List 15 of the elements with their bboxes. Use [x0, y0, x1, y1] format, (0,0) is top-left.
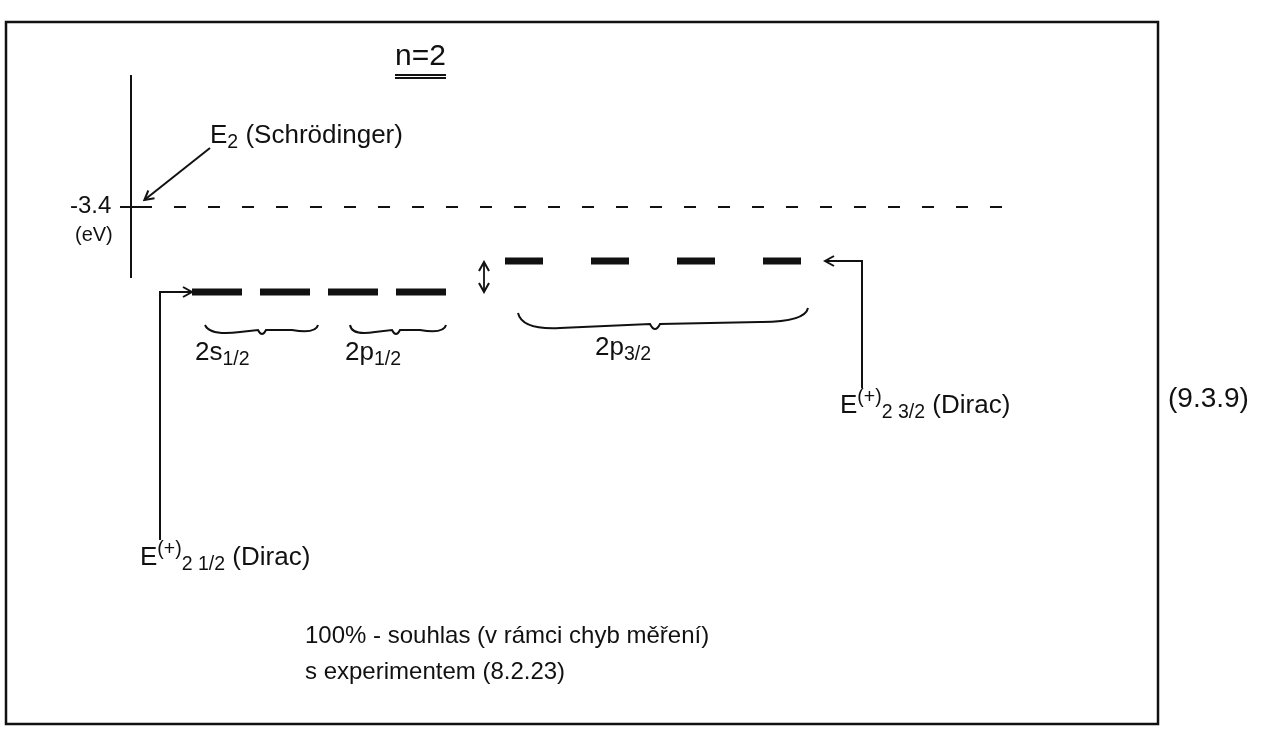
label-text: 2s$_{1/2}$ [195, 335, 250, 368]
arrow [143, 147, 211, 201]
label-text: (9.3.9) [1168, 381, 1249, 415]
label-text: (eV) [75, 222, 113, 247]
label-text: s experimentem (8.2.23) [305, 656, 566, 686]
arrow [159, 286, 193, 541]
label-text: -3.4 [70, 190, 112, 220]
title: n=2 [395, 40, 446, 79]
energy-label: E$^{(+)}$$_{2 1/2}$ (Dirac) [140, 540, 340, 600]
energy-label: E$_{2}$ (Schrödinger) [210, 118, 470, 168]
label-text: 100% - souhlas (v rámci chyb měření) [305, 620, 710, 650]
arrow [824, 255, 863, 389]
energy-label: E$^{(+)}$$_{2 3/2}$ (Dirac) [840, 388, 1060, 448]
label-text: 2p$_{3/2}$ [595, 330, 652, 363]
label-text: 2p$_{1/2}$ [345, 335, 402, 368]
